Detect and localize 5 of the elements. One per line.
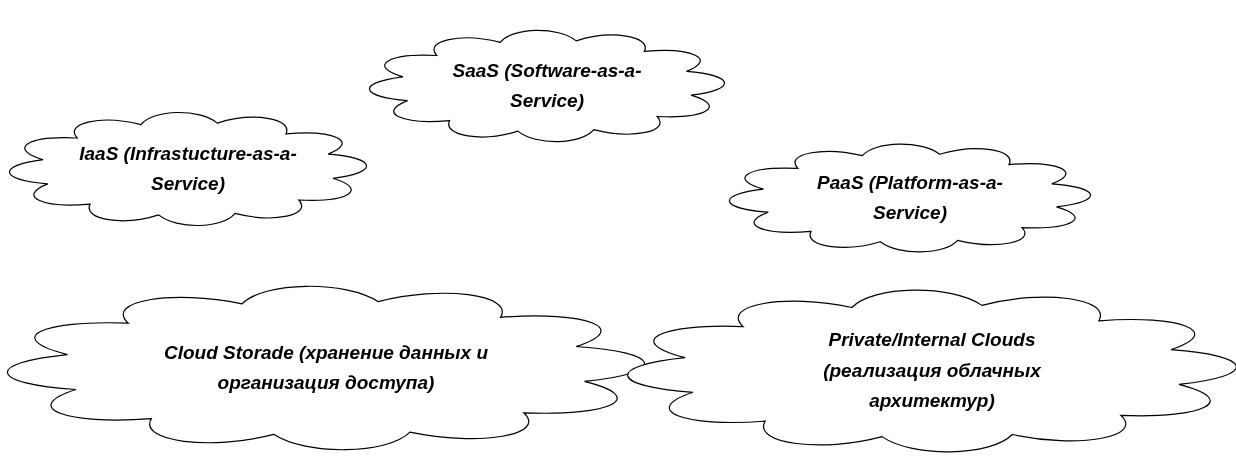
cloud-label: Cloud Storade (хранение данных и организация доступа) (162, 340, 490, 395)
cloud-label: SaaS (Software-as-a-Service) (451, 58, 643, 113)
cloud-label: PaaS (Platform-as-a-Service) (816, 170, 1004, 225)
cloud-label: IaaS (Infrastucture-as-a-Service) (78, 141, 298, 196)
cloud-label: Private/Internal Clouds (реализация облачных архитектур) (822, 328, 1042, 414)
